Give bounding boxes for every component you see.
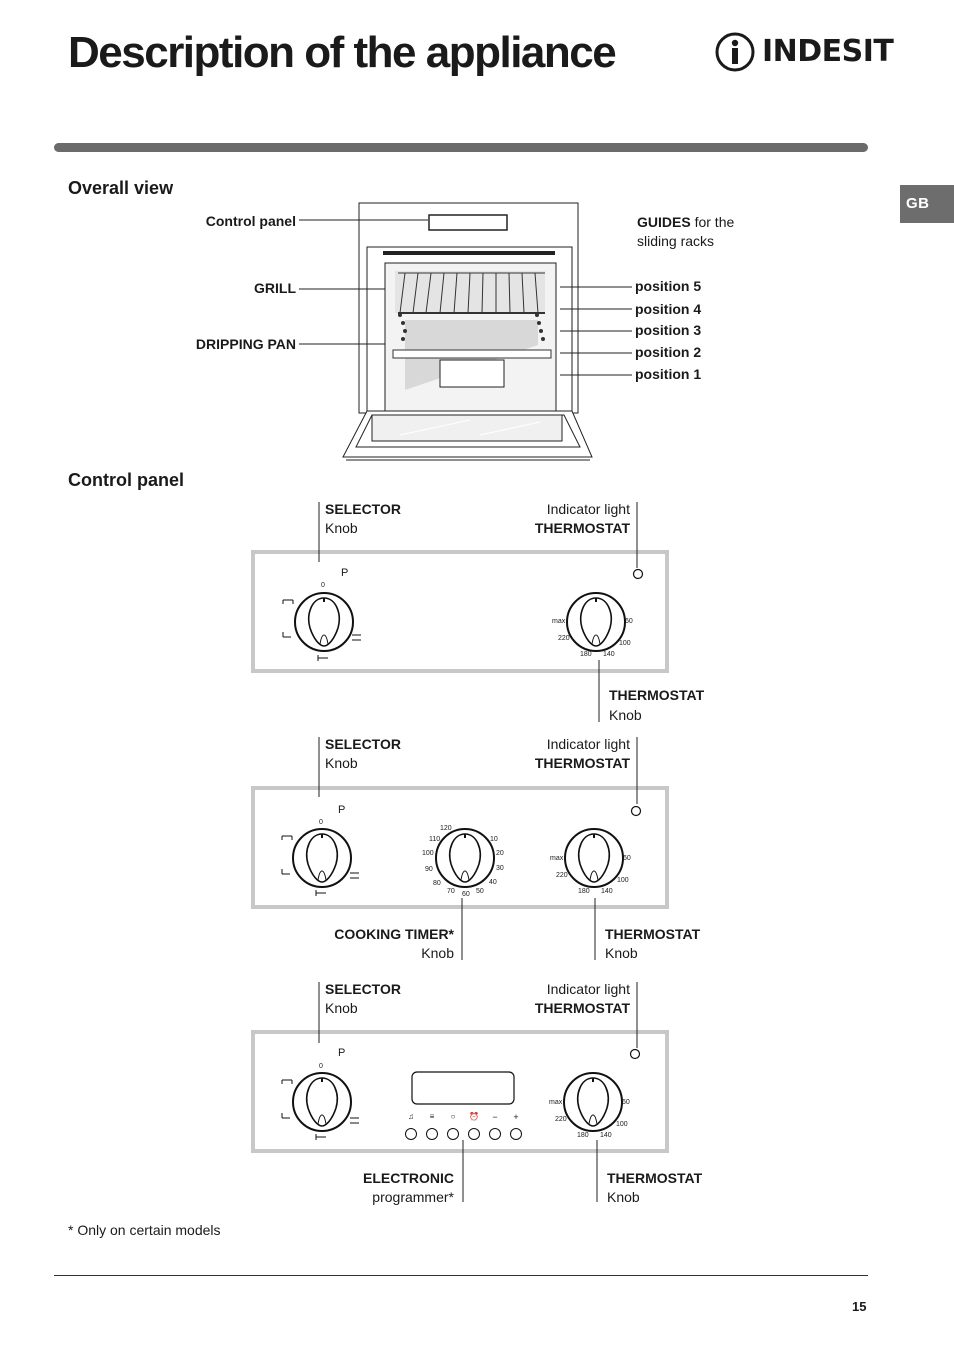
indicator-thermostat-label-2: THERMOSTAT [534,755,630,771]
indicator-thermostat-label-3: THERMOSTAT [534,1000,630,1016]
footer-rule [54,1275,868,1276]
header-rule [54,143,868,152]
indesit-logo-icon [715,32,755,72]
selector-knob-1[interactable] [294,592,354,652]
prog-icon-4: ⏰ [469,1112,479,1121]
thermostat-label-3: THERMOSTAT [607,1170,703,1186]
indicator-light-3 [629,1048,641,1060]
control-panels-drawing [281,502,644,1202]
prog-button-6[interactable] [510,1128,522,1140]
selector-knob-label-2: Knob [325,755,358,771]
thermostat-knob-label-1: Knob [609,707,642,723]
indicator-light-1 [632,568,644,580]
indicator-thermostat-label-1: THERMOSTAT [534,520,630,536]
cooking-timer-label: COOKING TIMER* [334,926,454,942]
prog-button-3[interactable] [447,1128,459,1140]
selector-knob-2[interactable] [292,828,352,888]
thermostat-knob-3[interactable] [563,1072,623,1132]
page-title: Description of the appliance [68,28,617,77]
thermostat-knob-label-3: Knob [607,1189,640,1205]
selector-knob-3[interactable] [292,1072,352,1132]
thermostat-knob-1[interactable] [566,592,626,652]
oven-illustration [299,202,632,461]
label-grill: GRILL [254,280,296,296]
label-position-2: position 2 [635,344,702,360]
selector-symbols [281,599,361,1140]
electronic-label: ELECTRONIC [363,1170,454,1186]
thermostat-label-1: THERMOSTAT [609,687,705,703]
overall-view-heading: Overall view [68,178,174,198]
control-panel-heading: Control panel [68,470,184,490]
selector-knob-label-1: Knob [325,520,358,536]
indicator-light-label-2: Indicator light [546,736,630,752]
indicator-light-label-1: Indicator light [546,501,630,517]
prog-button-2[interactable] [426,1128,438,1140]
thermostat-knob-2[interactable] [564,828,624,888]
prog-button-5[interactable] [489,1128,501,1140]
label-guides: GUIDES for the [637,214,735,230]
label-control-panel: Control panel [205,213,296,229]
prog-icon-5: − [492,1112,498,1122]
page-number: 15 [852,1299,867,1314]
indicator-light-label-3: Indicator light [546,981,630,997]
programmer-display [411,1071,515,1105]
label-dripping-pan: DRIPPING PAN [195,336,296,352]
label-position-4: position 4 [635,301,702,317]
label-position-5: position 5 [635,278,702,294]
programmer-label: programmer* [372,1189,454,1205]
prog-icon-1: ♫ [408,1112,414,1121]
brand-logo: INDESIT [762,34,894,69]
language-tab: GB [900,185,954,223]
label-guides-line2: sliding racks [637,233,715,249]
programmer-buttons: ♫ ≡ ○ ⏰ − + [404,1112,526,1144]
label-position-3: position 3 [635,322,702,338]
selector-label-3: SELECTOR [325,981,401,997]
selector-label-1: SELECTOR [325,501,401,517]
prog-icon-2: ≡ [429,1112,435,1121]
prog-button-4[interactable] [468,1128,480,1140]
footnote: * Only on certain models [68,1222,221,1238]
indicator-light-2 [630,805,642,817]
selector-label-2: SELECTOR [325,736,401,752]
selector-knob-label-3: Knob [325,1000,358,1016]
prog-button-1[interactable] [405,1128,417,1140]
prog-icon-3: ○ [450,1112,456,1121]
thermostat-knob-label-2: Knob [605,945,638,961]
thermostat-label-2: THERMOSTAT [605,926,701,942]
cooking-timer-knob[interactable] [435,828,495,888]
label-position-1: position 1 [635,366,702,382]
cooking-timer-knob-label: Knob [421,945,454,961]
prog-icon-6: + [513,1112,519,1122]
